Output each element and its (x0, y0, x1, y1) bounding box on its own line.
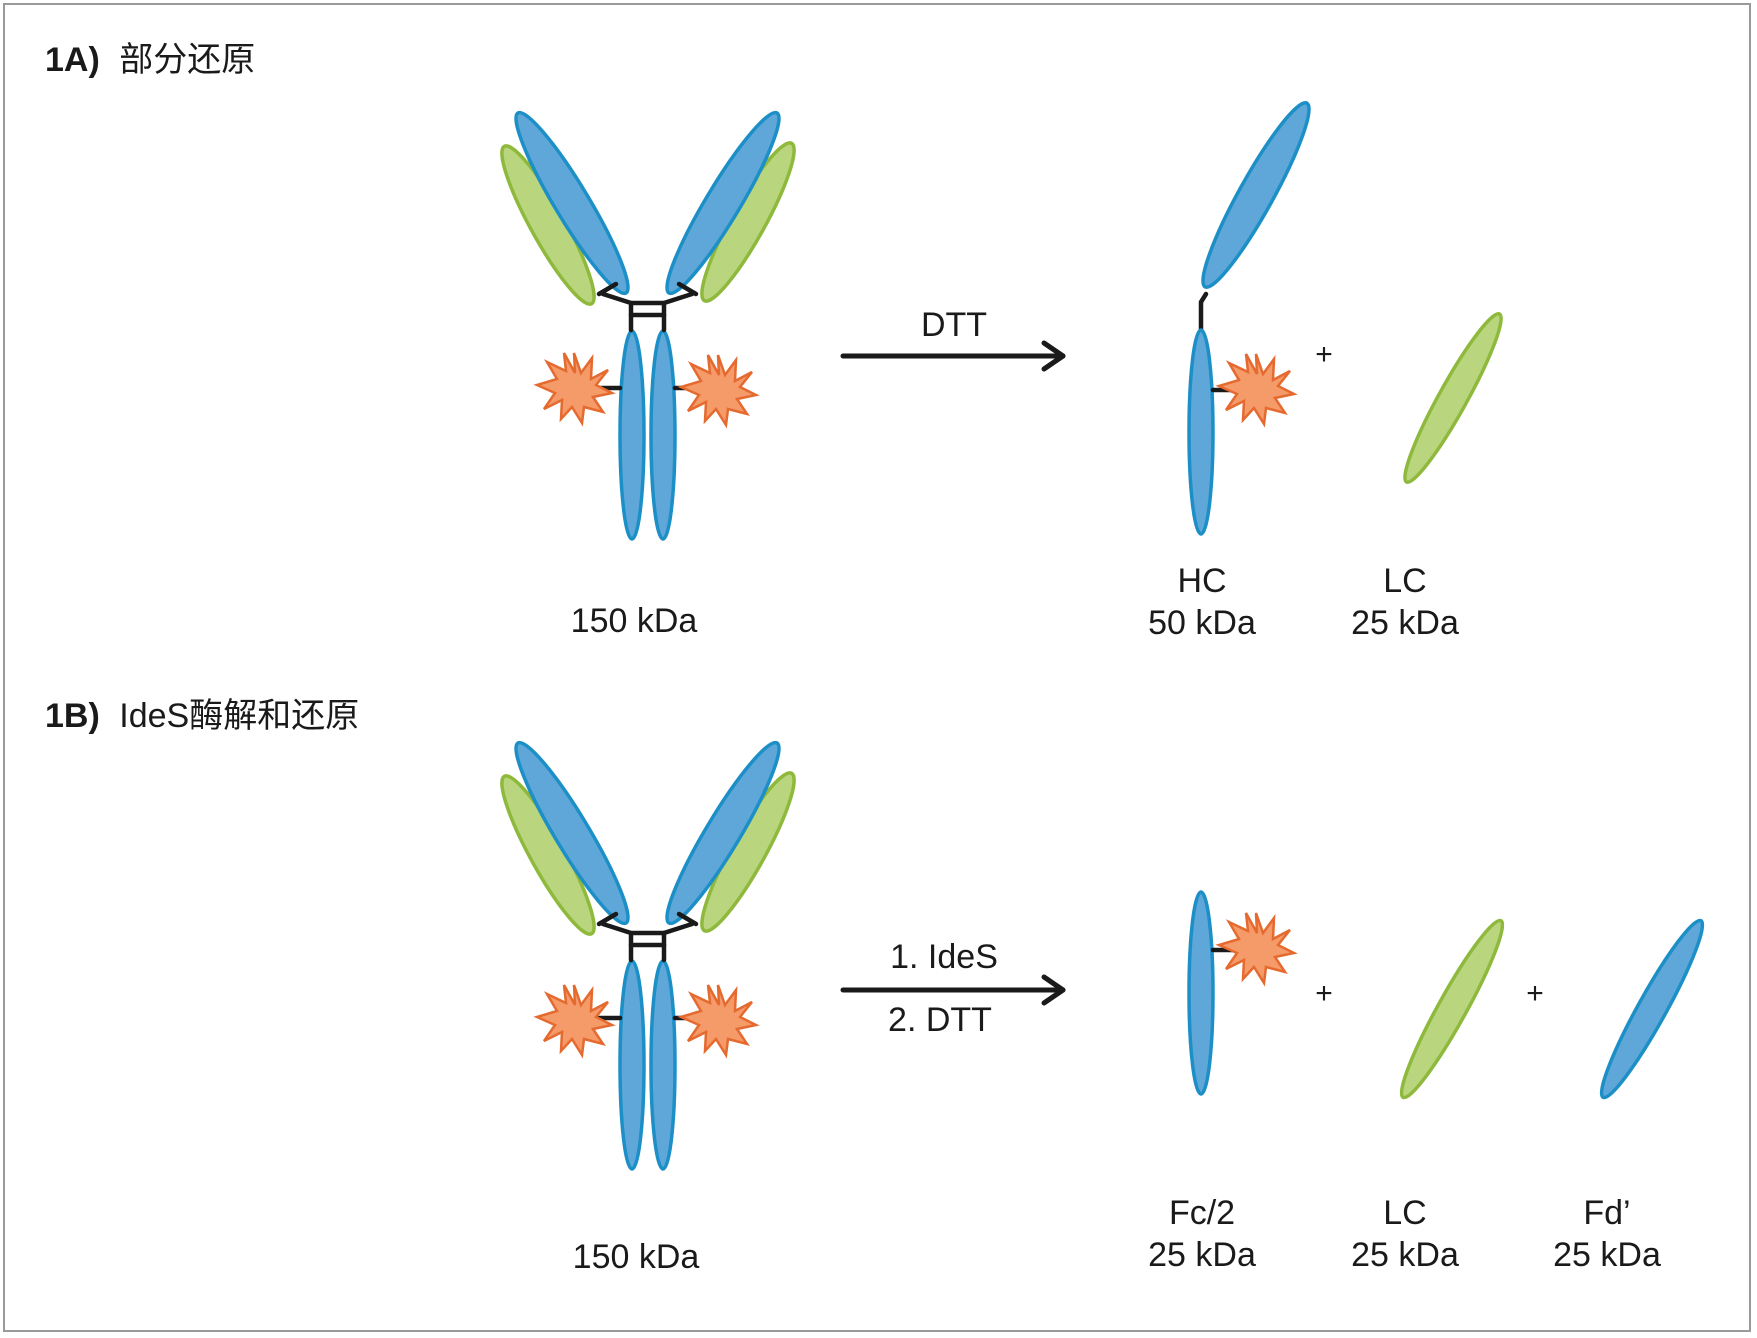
step-1-label: 1. IdeS (890, 938, 998, 976)
heavy-chain-fc-left (618, 959, 646, 1171)
heavy-chain-fab-left (514, 740, 630, 926)
lc-hc-bond-left (596, 911, 619, 927)
hinge-bond-left (600, 291, 634, 333)
product-mass-fc-half: 25 kDa (1148, 1236, 1256, 1274)
panel-a-title: 部分还原 (119, 41, 255, 79)
intact-antibody-b (500, 740, 796, 1171)
light-chain-product (1399, 918, 1505, 1100)
plus-sign-b-1: + (1315, 977, 1333, 1010)
fc-half-product (1187, 890, 1296, 1096)
panel-a-id: 1A) (45, 41, 100, 79)
step-2-label: 2. DTT (888, 1001, 992, 1039)
drug-payload (1217, 911, 1296, 985)
product-mass-lc: 25 kDa (1351, 1236, 1459, 1274)
product-name-fd-prime: Fd’ (1583, 1194, 1630, 1232)
antibody-mass-b: 150 kDa (573, 1238, 700, 1276)
hinge-bond-right (661, 291, 695, 333)
panel-b-heading: 1B) IdeS酶解和还原 (45, 697, 359, 735)
product-mass-lc: 25 kDa (1351, 604, 1459, 642)
figure-frame (3, 3, 1751, 1332)
reaction-arrow-a (840, 340, 1066, 372)
heavy-chain-fab-left (514, 110, 630, 296)
heavy-chain-fab-right (665, 110, 781, 296)
product-mass-hc: 50 kDa (1148, 604, 1256, 642)
drug-payload (1217, 352, 1296, 426)
drug-payload-right (679, 983, 758, 1057)
panel-a-heading: 1A) 部分还原 (45, 41, 255, 79)
light-chain-product (1403, 312, 1503, 484)
intact-antibody-a (500, 110, 796, 541)
drug-payload-left (535, 983, 614, 1057)
hinge-bond-right (661, 921, 695, 963)
heavy-chain-fc-part (1187, 328, 1215, 536)
fc-half-chain (1187, 890, 1215, 1096)
heavy-chain-product (1187, 101, 1311, 536)
reagent-label-a: DTT (921, 306, 987, 344)
drug-payload-left (535, 351, 614, 425)
heavy-chain-fab-part (1201, 101, 1311, 289)
antibody-mass-a: 150 kDa (571, 602, 698, 640)
heavy-chain-fab-right (665, 740, 781, 926)
drug-payload-right (679, 353, 758, 427)
lc-hc-bond-left (596, 281, 619, 297)
plus-sign-a: + (1315, 338, 1333, 371)
hinge-bond (1198, 291, 1209, 339)
product-name-hc: HC (1177, 562, 1226, 600)
panel-b-title: IdeS酶解和还原 (119, 697, 359, 735)
panel-b-id: 1B) (45, 697, 100, 735)
hinge-bond-left (600, 921, 634, 963)
heavy-chain-fc-right (649, 959, 677, 1171)
product-name-lc: LC (1383, 1194, 1426, 1232)
heavy-chain-fc-left (618, 329, 646, 541)
product-name-lc: LC (1383, 562, 1426, 600)
lc-hc-bond-right (676, 911, 699, 927)
plus-sign-b-2: + (1526, 977, 1544, 1010)
heavy-chain-fc-right (649, 329, 677, 541)
lc-hc-bond-right (676, 281, 699, 297)
product-name-fc-half: Fc/2 (1169, 1194, 1235, 1232)
product-mass-fd-prime: 25 kDa (1553, 1236, 1661, 1274)
fd-prime-product (1599, 918, 1705, 1100)
reaction-arrow-b (840, 974, 1066, 1006)
